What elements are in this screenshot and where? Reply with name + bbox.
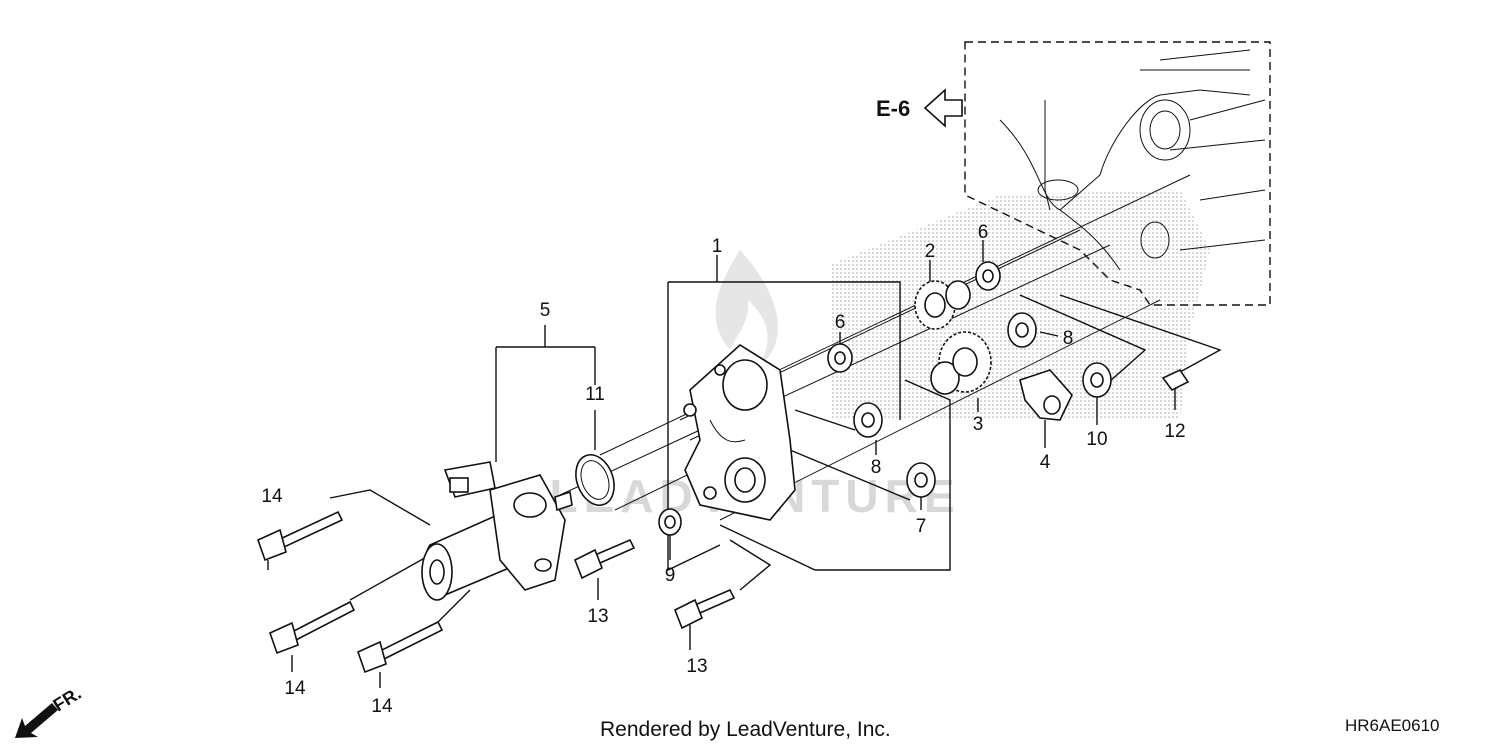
bolt-13-upper [573,538,636,580]
callout-8-upper: 8 [1063,328,1074,349]
bearing-10 [1082,362,1112,398]
o-ring [575,454,615,506]
gear-cover [683,344,796,521]
callout-3: 3 [973,414,984,435]
callout-13-lower: 13 [686,656,707,677]
callout-6-lower: 6 [835,312,846,333]
callout-11: 11 [585,384,605,405]
washer-9 [658,508,682,536]
engine-case-boss [1140,221,1170,259]
bolt-14-bottom [357,620,444,674]
bolt-14-middle [269,600,356,655]
callout-13-upper: 13 [587,606,608,627]
callout-4: 4 [1040,452,1051,473]
callout-12: 12 [1164,421,1185,442]
callout-9: 9 [665,565,676,586]
shaded-area [830,190,1210,420]
callout-8-lower: 8 [871,457,882,478]
bearing-8-lower [853,402,883,438]
bearing-6-upper [975,261,1001,291]
callout-2: 2 [925,241,936,262]
bearing-6-lower [827,343,853,373]
leader-lines [267,240,1222,688]
leader-1 [667,255,951,572]
engine-case-bore-inner [1149,110,1181,150]
callout-14-middle: 14 [284,678,306,699]
footer-credit: Rendered by LeadVenture, Inc. [600,718,891,741]
engine-case-pipe [1044,100,1051,211]
gear-2 [914,280,971,330]
leader-5 [495,325,596,462]
reference-label: E-6 [876,96,910,121]
front-arrow-icon [15,703,58,738]
callout-14-bottom: 14 [371,696,393,717]
callout-7: 7 [916,516,927,537]
callout-10: 10 [1086,429,1107,450]
shift-arm-hole [1043,395,1061,415]
diagram-code: HR6AE0610 [1345,716,1440,735]
bolt-13-lower [673,588,736,630]
dowel-pin [1161,368,1190,392]
engine-case-pipe-end [1037,179,1079,201]
bearing-7 [906,462,936,498]
callout-6-upper: 6 [978,222,989,243]
starter-motor [421,461,573,601]
o-ring-inner [580,460,610,500]
watermark-flame-icon [715,250,778,370]
reference-arrow-icon [923,88,963,128]
callout-5: 5 [540,300,551,321]
engine-case-body [999,49,1266,271]
callout-1: 1 [712,236,723,257]
callout-14-top: 14 [261,486,283,507]
bolt-14-top [257,510,344,562]
engine-case-bore [1139,99,1191,161]
gear-3 [930,331,992,395]
bearing-8-upper [1007,312,1037,348]
engine-case-outline [964,41,1271,306]
